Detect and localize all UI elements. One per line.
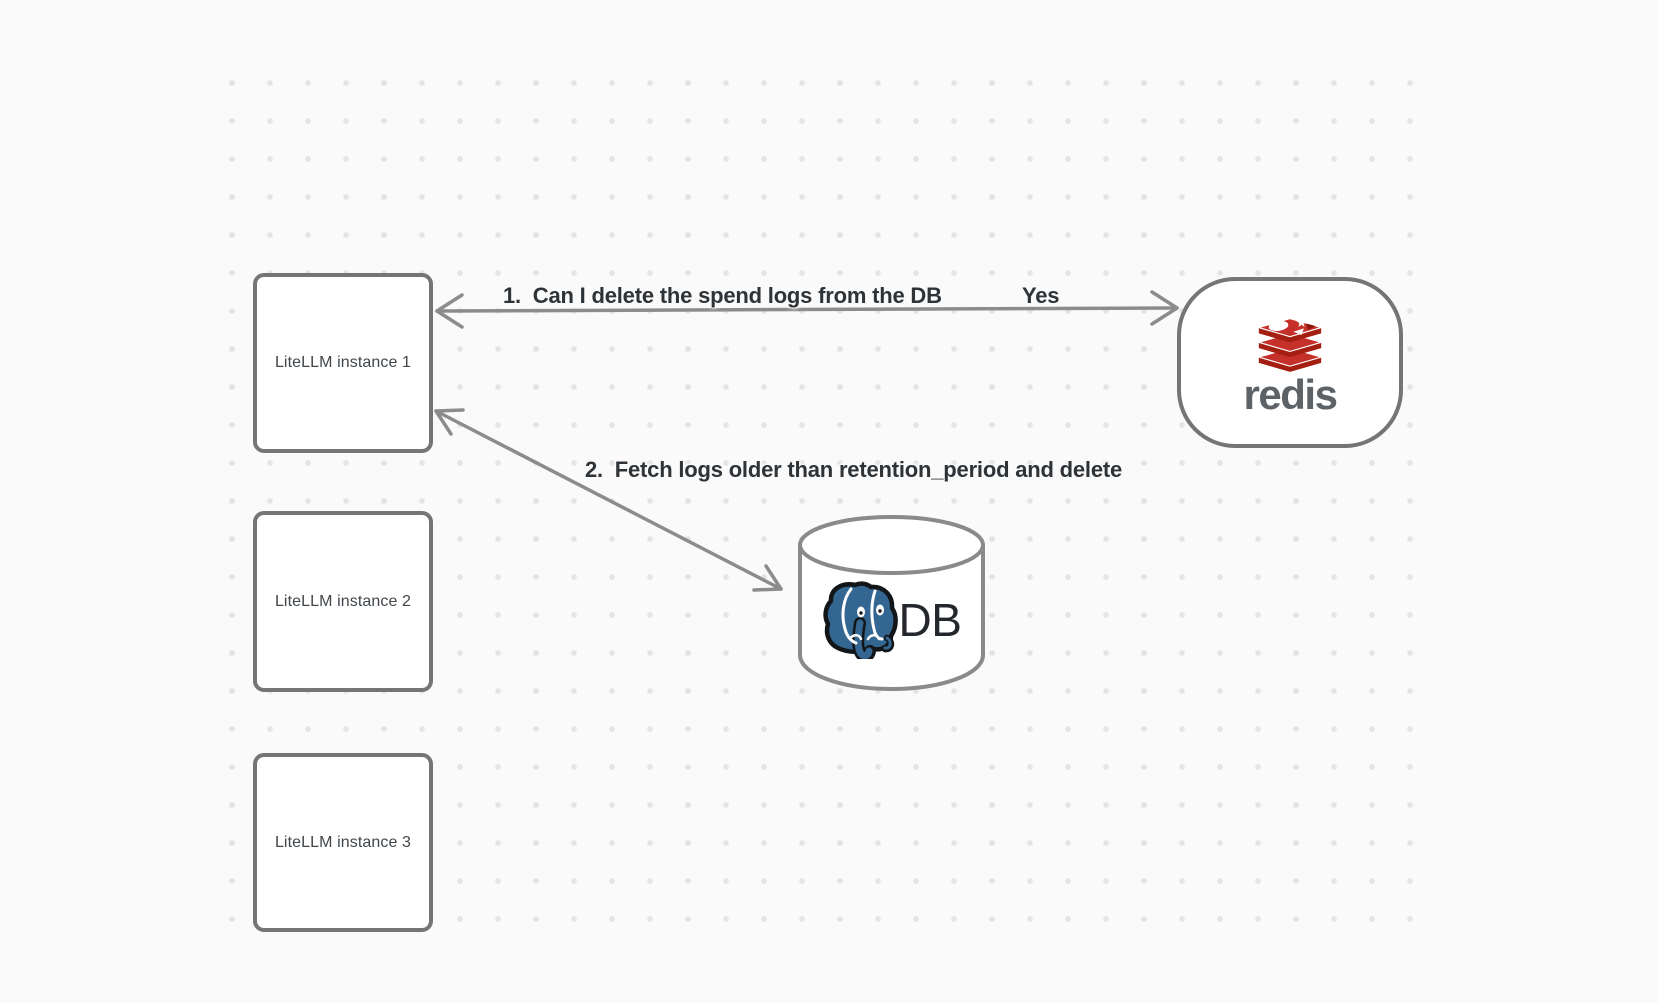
arrow-spend-logs-question[interactable] [435, 290, 1179, 329]
arrow-1-response-label[interactable]: Yes [1022, 283, 1060, 308]
arrow-1-label[interactable]: 1. Can I delete the spend logs from the … [503, 283, 942, 308]
node-litellm-instance-3-label: LiteLLM instance 3 [274, 833, 412, 851]
node-redis[interactable]: redis [1177, 277, 1403, 448]
arrow-fetch-logs[interactable] [434, 408, 783, 592]
db-label: DB [898, 594, 962, 646]
node-litellm-instance-2[interactable]: LiteLLM instance 2 [253, 511, 433, 692]
node-litellm-instance-2-label: LiteLLM instance 2 [274, 592, 412, 610]
db-node-content: DB [800, 580, 984, 660]
node-litellm-instance-1[interactable]: LiteLLM instance 1 [253, 273, 433, 453]
node-litellm-instance-3[interactable]: LiteLLM instance 3 [253, 753, 433, 932]
arrow-2-label[interactable]: 2. Fetch logs older than retention_perio… [585, 457, 1123, 482]
redis-stack-icon [1256, 316, 1324, 372]
redis-wordmark-label: redis [1243, 370, 1338, 418]
postgresql-elephant-icon [822, 581, 898, 659]
node-litellm-instance-1-label: LiteLLM instance 1 [274, 354, 412, 371]
